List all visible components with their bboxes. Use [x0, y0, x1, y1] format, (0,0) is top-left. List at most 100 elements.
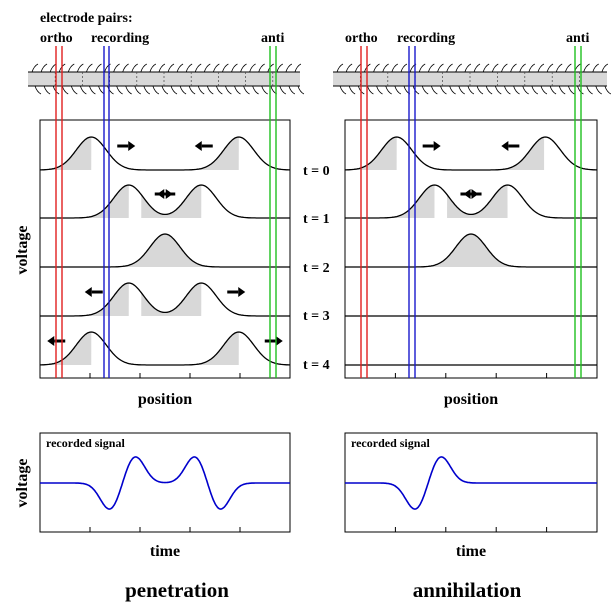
- axon-spine: [430, 85, 438, 95]
- time-label-1: t = 1: [303, 212, 330, 227]
- axon-spine: [285, 63, 293, 73]
- wave-row-0: [345, 136, 597, 171]
- axon-spine: [161, 85, 169, 95]
- axon-spine: [279, 85, 286, 95]
- arrow-left-head: [157, 189, 165, 199]
- wave-fill: [411, 234, 531, 267]
- signal-panel-annihilation: recorded signal: [344, 432, 598, 533]
- axon-spine: [76, 63, 84, 73]
- axon-spine: [555, 63, 563, 73]
- axon-spine: [604, 85, 611, 95]
- axon-spine: [440, 85, 447, 95]
- recorded-signal-label: recorded signal: [351, 436, 430, 450]
- axon-spine: [376, 85, 383, 95]
- axon-spine: [421, 85, 429, 95]
- axon-strip-left: [28, 63, 305, 95]
- axon-spine: [528, 63, 535, 73]
- axon-spine: [540, 85, 548, 95]
- axon-spine: [31, 63, 39, 73]
- wave-row-2: [40, 233, 290, 268]
- axon-spine: [240, 63, 247, 73]
- axon-spine: [179, 85, 187, 95]
- time-label-3: t = 3: [303, 309, 330, 324]
- arrow-left-head: [47, 336, 55, 346]
- axon-spine: [592, 63, 599, 73]
- axon-spine: [252, 85, 259, 95]
- wave-panel-penetration: [39, 119, 291, 379]
- wave-fill: [373, 185, 508, 218]
- time-label-2: t = 2: [303, 261, 330, 276]
- axon-spine: [504, 85, 511, 95]
- axon-spine: [482, 63, 490, 73]
- recording-label-right: recording: [397, 31, 455, 46]
- axon-strip-right: [333, 63, 611, 95]
- axon-spine: [113, 63, 120, 73]
- axon-spine: [437, 63, 444, 73]
- axon-spine: [67, 63, 75, 73]
- axon-spine: [185, 63, 193, 73]
- axon-spine: [134, 85, 141, 95]
- axon-spine: [267, 63, 274, 73]
- position-axis-label-right: position: [444, 391, 498, 408]
- axon-spine: [167, 63, 175, 73]
- wave-fill: [40, 137, 239, 170]
- axon-spine: [49, 63, 57, 73]
- recorded-signal-trace: [345, 456, 597, 510]
- wave-row-4: [40, 331, 290, 366]
- axon-spine: [231, 63, 238, 73]
- arrow-left-head: [501, 141, 509, 151]
- axon-spine: [418, 63, 426, 73]
- axon-spine: [373, 63, 380, 73]
- axon-spine: [467, 85, 475, 95]
- recording-label-left: recording: [91, 31, 149, 46]
- arrow-right-head: [433, 141, 441, 151]
- axon-spine: [400, 63, 408, 73]
- arrow-right-head: [238, 287, 246, 297]
- axon-spine: [95, 63, 102, 73]
- axon-spine: [586, 85, 593, 95]
- wave-fill: [105, 234, 225, 267]
- wave-row-2: [345, 233, 597, 268]
- axon-spine: [143, 85, 150, 95]
- axon-spine: [564, 63, 572, 73]
- axon-spine: [494, 85, 502, 95]
- axon-spine: [131, 63, 138, 73]
- arrow-left-head: [194, 141, 202, 151]
- axon-spine: [577, 85, 584, 95]
- anti-label-left: anti: [261, 31, 284, 46]
- axon-spine: [345, 63, 353, 73]
- axon-spine: [513, 85, 520, 95]
- axon-spine: [34, 85, 42, 95]
- axon-body: [333, 72, 607, 86]
- wave-row-0: [40, 136, 290, 171]
- arrow-left-head: [84, 287, 92, 297]
- axon-spine: [446, 63, 453, 73]
- axon-spine: [261, 85, 268, 95]
- axon-spine: [212, 63, 220, 73]
- axon-spine: [176, 63, 184, 73]
- axon-spine: [61, 85, 69, 95]
- electrode-lines: [55, 46, 582, 378]
- axon-spine: [43, 85, 51, 95]
- axon-spine: [458, 85, 465, 95]
- axon-spine: [188, 85, 196, 95]
- arrow-left-head: [463, 189, 471, 199]
- axon-spine: [510, 63, 517, 73]
- wave-fill: [345, 137, 545, 170]
- axon-spine: [104, 63, 111, 73]
- axon-spine: [537, 63, 545, 73]
- arrow-right-head: [275, 336, 283, 346]
- ortho-label-right: ortho: [345, 31, 378, 46]
- axon-spine: [455, 63, 462, 73]
- axon-spine: [549, 85, 557, 95]
- title-annihilation: annihilation: [413, 578, 522, 602]
- axon-spine: [89, 85, 96, 95]
- axon-spine: [382, 63, 389, 73]
- axon-spine: [601, 63, 609, 73]
- axon-spine: [546, 63, 554, 73]
- wave-fill: [68, 185, 202, 218]
- voltage-axis-label-top: voltage: [14, 226, 31, 275]
- wave-panel-frame: [39, 119, 291, 379]
- axon-spine: [203, 63, 211, 73]
